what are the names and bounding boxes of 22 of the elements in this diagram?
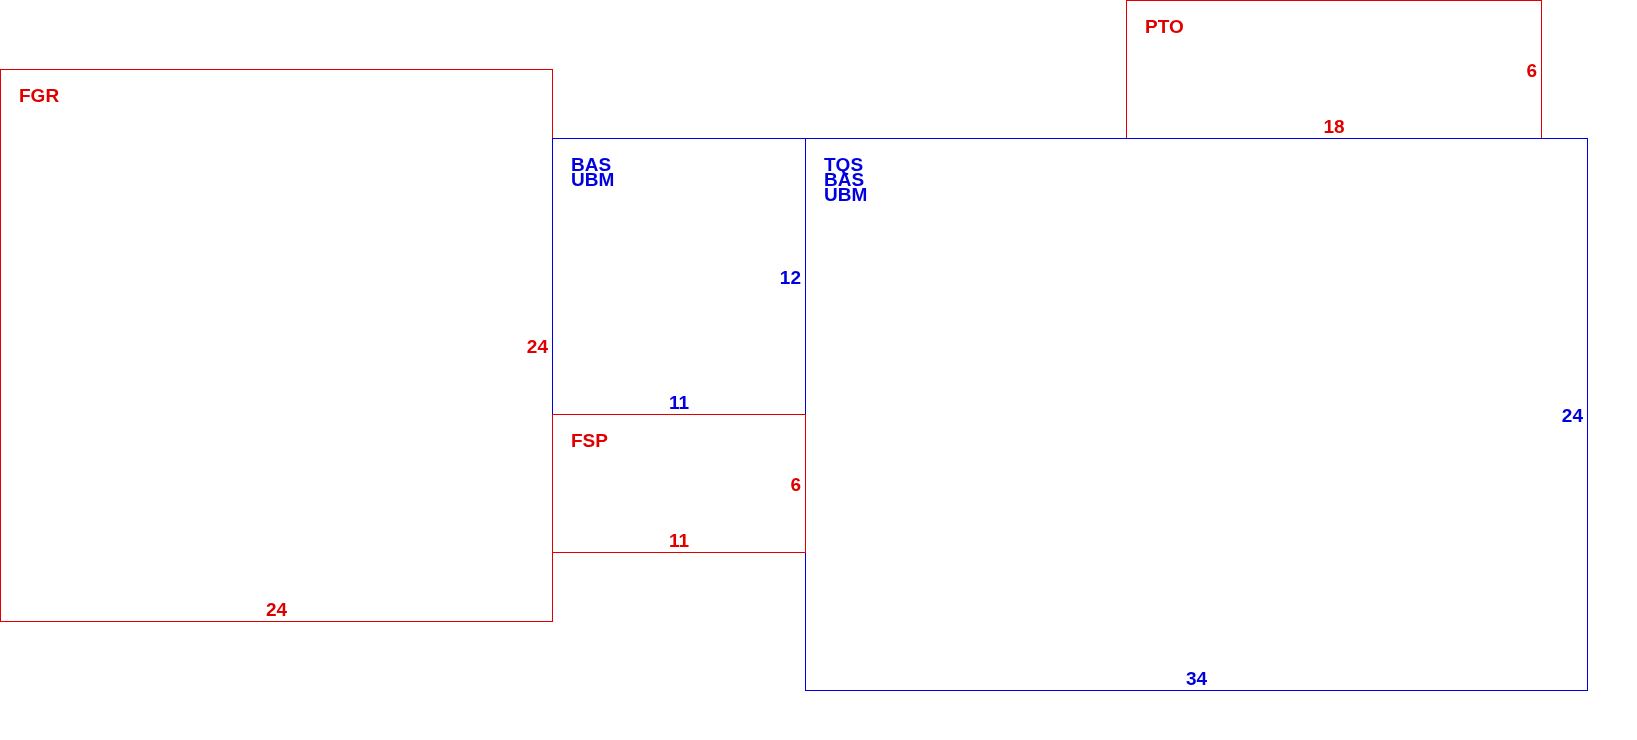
dimension-label: 6 (1526, 62, 1537, 77)
dimension-label: 11 (668, 533, 690, 548)
area-block (1126, 0, 1542, 139)
area-label: FSP (571, 433, 608, 448)
area-block (552, 414, 806, 553)
area-label: UBM (824, 187, 868, 202)
dimension-label: 24 (526, 338, 548, 353)
area-label: UBM (571, 172, 615, 187)
area-block (0, 69, 553, 622)
area-label: BAS (571, 157, 612, 172)
dimension-label: 24 (265, 602, 288, 617)
area-block (805, 138, 1588, 691)
area-label: PTO (1145, 19, 1184, 34)
dimension-label: 12 (779, 269, 801, 284)
dimension-label: 6 (790, 476, 801, 491)
dimension-label: 11 (668, 395, 690, 410)
dimension-label: 24 (1561, 407, 1583, 422)
area-label: BAS (824, 172, 865, 187)
dimension-label: 18 (1323, 119, 1345, 134)
dimension-label: 34 (1185, 671, 1208, 686)
area-label: FGR (19, 88, 60, 103)
area-block (552, 138, 806, 415)
